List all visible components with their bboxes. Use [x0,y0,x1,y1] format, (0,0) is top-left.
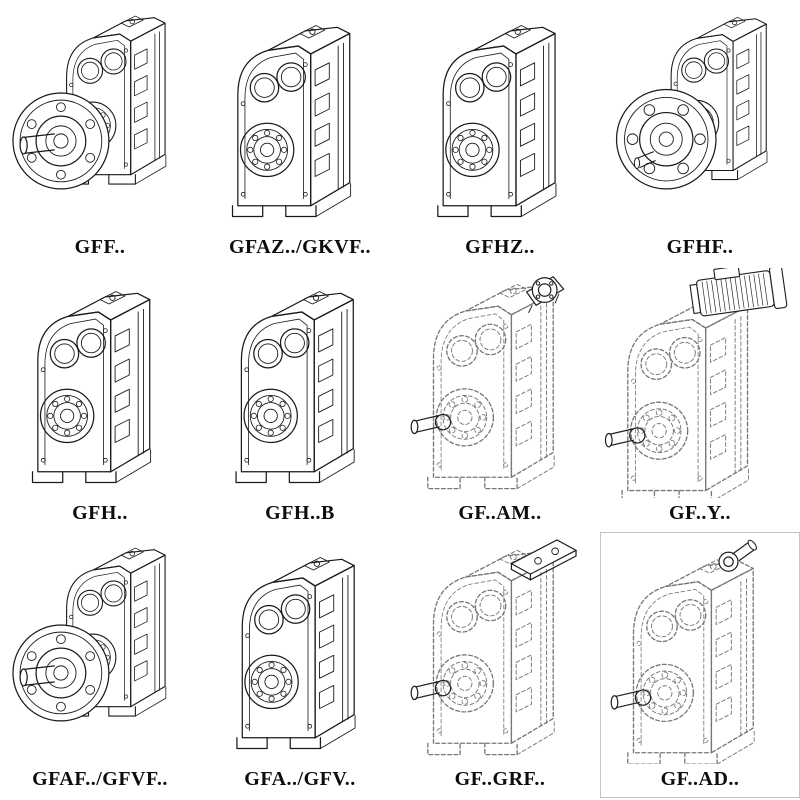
product-cell-gf-ad: GF..AD.. [600,532,800,798]
product-cell-gfa-gfv: GFA../GFV.. [200,532,400,798]
product-cell-gfaz-gkvf: GFAZ../GKVF.. [200,0,400,266]
gearbox-ghost-top-adapter-plate-icon [402,534,598,764]
product-label: GF..GRF.. [454,768,546,790]
gearbox-hollow-shaft-icon [402,2,598,232]
product-cell-gff: GFF.. [0,0,200,266]
product-cell-gfaf-gfvf: GFAF../GFVF.. [0,532,200,798]
product-label: GFF.. [74,236,126,258]
product-cell-gf-am: GF..AM.. [400,266,600,532]
gearbox-hollow-shaft-icon [202,534,398,764]
gearbox-output-flange-shaft-icon [2,2,198,232]
gearbox-ghost-mounted-motor-icon [602,268,798,498]
product-label: GFAF../GFVF.. [32,768,168,790]
gearbox-output-flange-shaft-icon [2,534,198,764]
product-cell-gfh: GFH.. [0,266,200,532]
product-label: GFA../GFV.. [244,768,356,790]
product-label: GF..AD.. [660,768,740,790]
gearbox-hollow-shaft-icon [202,2,398,232]
gearbox-front-flange-icon [602,2,798,232]
gearbox-ghost-motor-adapter-flange-icon [402,268,598,498]
product-cell-gf-grf: GF..GRF.. [400,532,600,798]
product-label: GFHF.. [666,236,734,258]
product-label: GFH.. [72,502,128,524]
product-label: GFAZ../GKVF.. [228,236,372,258]
product-label: GF..Y.. [668,502,732,524]
product-label: GFH..B [265,502,335,524]
product-cell-gfhf: GFHF.. [600,0,800,266]
product-label: GFHZ.. [465,236,535,258]
product-cell-gfh-b: GFH..B [200,266,400,532]
gearbox-ghost-input-shaft-icon [602,534,798,764]
gearbox-hollow-shaft-icon [202,268,398,498]
product-cell-gfhz: GFHZ.. [400,0,600,266]
product-label: GF..AM.. [458,502,542,524]
product-cell-gf-y: GF..Y.. [600,266,800,532]
gearbox-hollow-shaft-icon [2,268,198,498]
